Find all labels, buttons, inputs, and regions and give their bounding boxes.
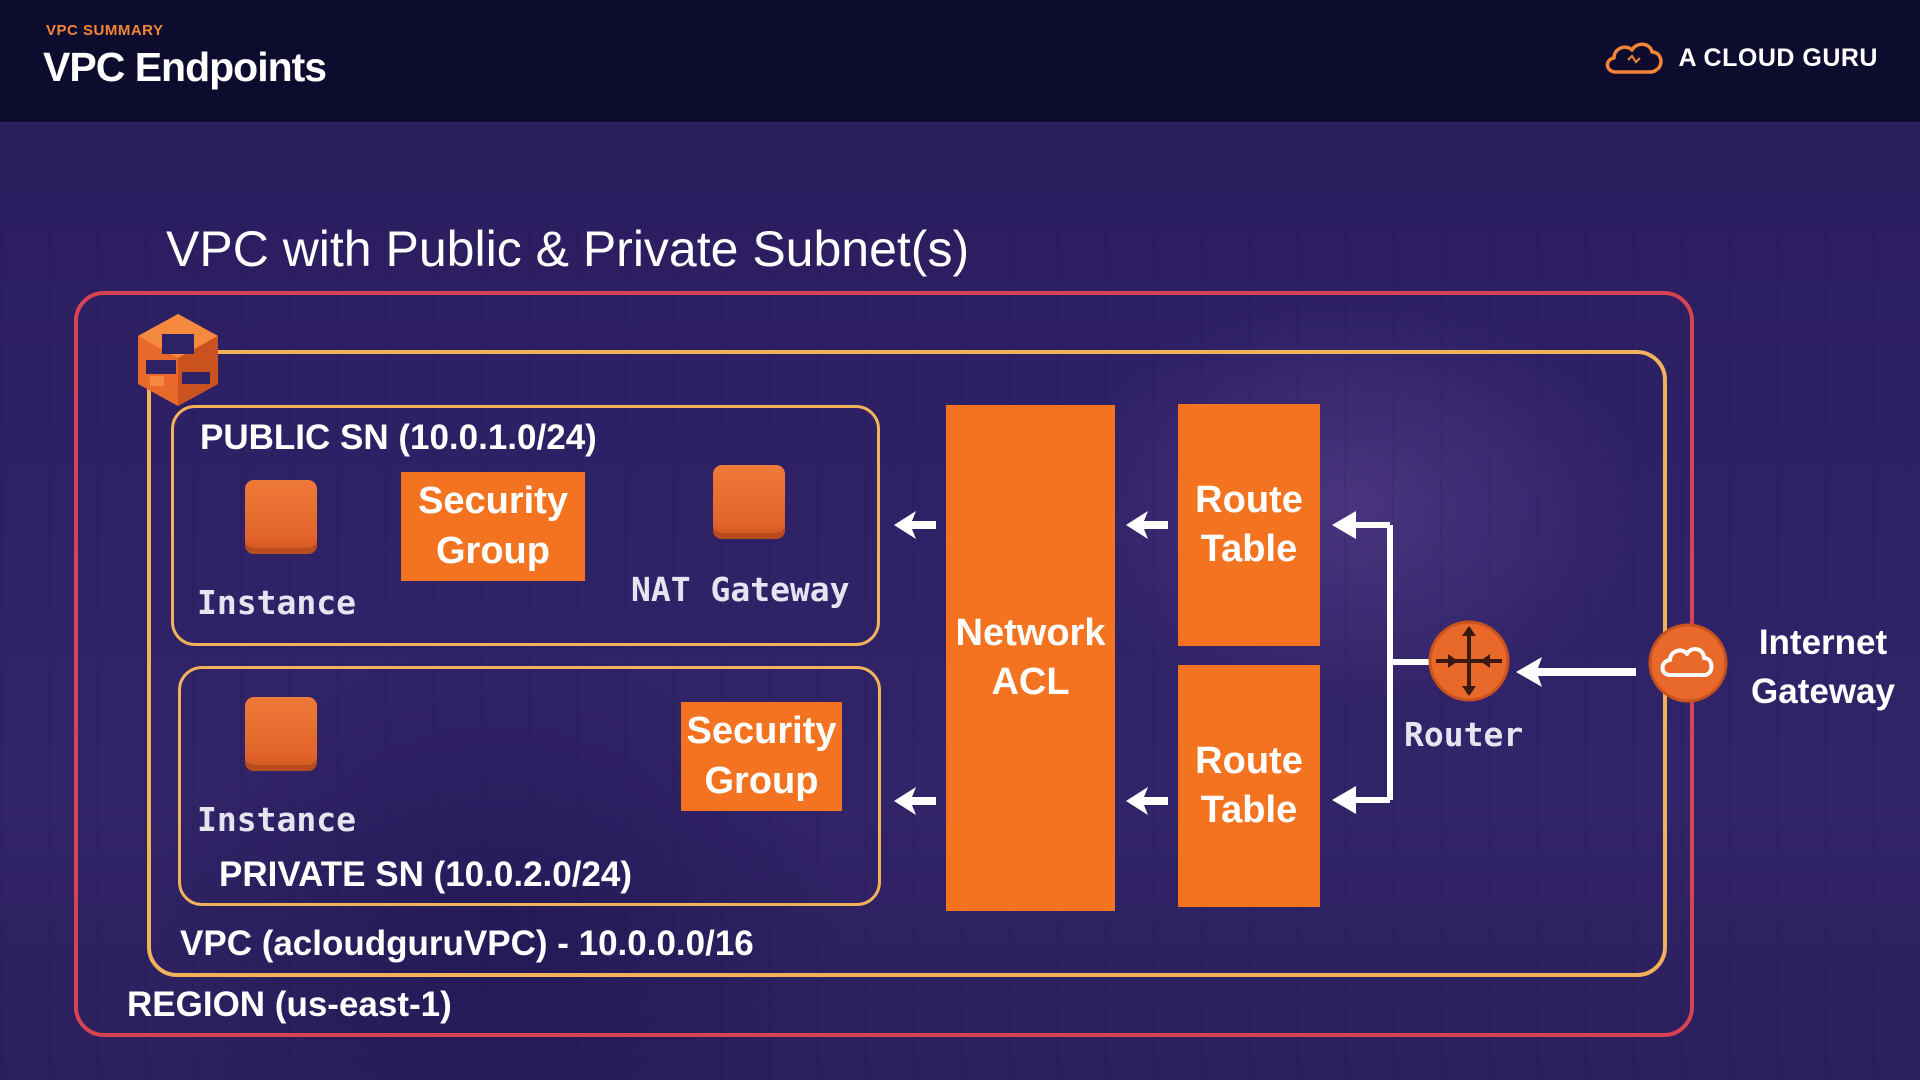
internet-gateway-label: Internet Gateway — [1748, 618, 1898, 716]
public-sg-line1: Security — [418, 480, 568, 523]
private-subnet-label: PRIVATE SN (10.0.2.0/24) — [219, 855, 633, 894]
public-security-group: Security Group — [401, 472, 585, 581]
private-sg-line1: Security — [686, 710, 837, 753]
diagram-title: VPC with Public & Private Subnet(s) — [166, 221, 970, 277]
private-instance-icon — [245, 697, 317, 771]
router-icon — [1428, 620, 1510, 702]
network-acl-line2: ACL — [991, 661, 1070, 703]
arrow-left-icon — [1126, 511, 1168, 539]
router-connector-lines — [1332, 511, 1430, 814]
arrow-left-icon — [894, 787, 936, 815]
section-eyebrow: VPC SUMMARY — [46, 22, 164, 39]
route-table-bottom-line2: Table — [1200, 789, 1298, 831]
public-sg-line2: Group — [436, 529, 550, 572]
private-security-group: Security Group — [681, 702, 842, 811]
network-acl-line1: Network — [955, 611, 1106, 654]
internet-gateway-line2: Gateway — [1751, 672, 1895, 711]
brand-logo: A CLOUD GURU — [1602, 38, 1878, 78]
private-sg-line2: Group — [704, 759, 819, 802]
internet-gateway-icon — [1648, 623, 1728, 703]
arrow-left-icon — [894, 511, 936, 539]
public-subnet-label: PUBLIC SN (10.0.1.0/24) — [200, 418, 597, 457]
arrow-left-icon — [1516, 657, 1636, 687]
brand-name: A CLOUD GURU — [1678, 43, 1878, 72]
arrow-left-icon — [1126, 787, 1168, 815]
route-table-top: Route Table — [1178, 404, 1320, 646]
network-acl: Network ACL — [946, 405, 1115, 911]
private-instance-label: Instance — [197, 800, 356, 839]
region-label: REGION (us-east-1) — [127, 985, 452, 1024]
private-subnet-boundary — [178, 666, 881, 906]
route-table-bottom-line1: Route — [1195, 739, 1303, 782]
router-label: Router — [1404, 715, 1524, 754]
vpc-icon — [136, 312, 220, 408]
slide-header: VPC SUMMARY VPC Endpoints A CLOUD GURU — [0, 0, 1920, 123]
route-table-bottom: Route Table — [1178, 665, 1320, 907]
nat-gateway-icon — [713, 465, 785, 539]
slide-title: VPC Endpoints — [43, 44, 327, 90]
cloud-logo-icon — [1602, 38, 1666, 78]
route-table-top-line1: Route — [1195, 478, 1303, 521]
internet-gateway-line1: Internet — [1758, 623, 1888, 662]
nat-gateway-label: NAT Gateway — [631, 570, 850, 609]
vpc-label: VPC (acloudguruVPC) - 10.0.0.0/16 — [180, 924, 754, 963]
public-subnet-boundary — [171, 405, 880, 646]
public-instance-label: Instance — [197, 583, 356, 622]
route-table-top-line2: Table — [1200, 528, 1298, 570]
public-instance-icon — [245, 480, 317, 554]
